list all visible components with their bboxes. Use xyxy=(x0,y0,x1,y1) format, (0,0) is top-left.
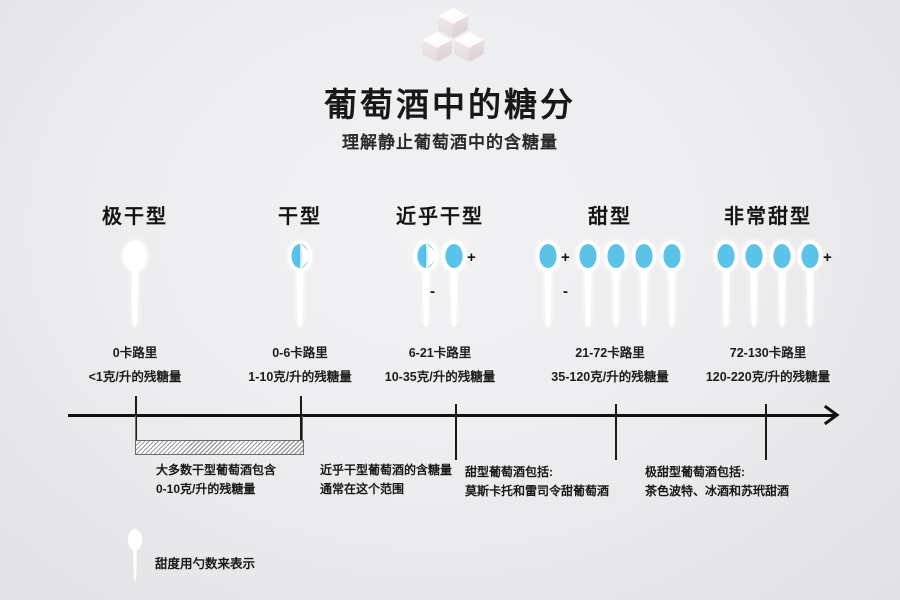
sugar-label: 35-120克/升的残糖量 xyxy=(551,370,669,384)
dry-wine-range-box xyxy=(135,440,304,455)
spoon-icon xyxy=(127,528,143,586)
note-line-1: 甜型葡萄酒包括: xyxy=(465,465,553,479)
sugar-label: 10-35克/升的残糖量 xyxy=(384,370,496,384)
axis-line xyxy=(68,414,836,417)
category-title: 极干型 xyxy=(102,206,168,228)
range-box-edge-1 xyxy=(302,416,303,441)
spoon-row xyxy=(121,240,149,334)
axis-tick-3 xyxy=(615,404,617,460)
calorie-label: 0卡路里 xyxy=(112,346,158,360)
note-line-2: 0-10克/升的残糖量 xyxy=(156,482,256,496)
spoon-half-icon xyxy=(287,240,313,334)
note-line-1: 大多数干型葡萄酒包含 xyxy=(156,463,277,477)
calorie-label: 0-6卡路里 xyxy=(272,346,328,360)
range-box-edge-0 xyxy=(135,416,136,441)
page-title: 葡萄酒中的糖分 xyxy=(324,86,576,123)
spoon-empty-icon xyxy=(122,240,148,334)
note-very-sweet-examples: 极甜型葡萄酒包括: 茶色波特、冰酒和苏玳甜酒 xyxy=(645,463,789,501)
spoon-half-icon xyxy=(413,240,439,334)
category-title: 甜型 xyxy=(588,206,632,228)
note-line-1: 近乎干型葡萄酒的含糖量 xyxy=(320,463,453,477)
spoon-row xyxy=(286,240,314,334)
spoon-row: +- xyxy=(412,240,476,334)
spoon-full-icon xyxy=(631,240,657,334)
spoon-row: +- xyxy=(534,240,686,334)
sugar-label: 1-10克/升的残糖量 xyxy=(248,370,352,384)
minus-sign: - xyxy=(563,283,568,300)
minus-sign: - xyxy=(430,283,435,300)
note-off-dry-range: 近乎干型葡萄酒的含糖量通常在这个范围 xyxy=(320,461,452,499)
category-title: 干型 xyxy=(278,206,322,228)
calorie-label: 6-21卡路里 xyxy=(408,346,472,360)
note-line-2: 莫斯卡托和雷司令甜葡萄酒 xyxy=(465,484,610,498)
plus-sign: + xyxy=(467,249,476,266)
spoon-full-icon xyxy=(797,240,823,334)
sugar-cubes-icon xyxy=(418,6,488,68)
axis-tick-1 xyxy=(300,396,302,454)
spoon-full-icon xyxy=(769,240,795,334)
spoon-full-icon xyxy=(659,240,685,334)
note-sweet-examples: 甜型葡萄酒包括: 莫斯卡托和雷司令甜葡萄酒 xyxy=(465,463,609,501)
note-line-1: 极甜型葡萄酒包括: xyxy=(645,465,745,479)
spoon-full-icon xyxy=(741,240,767,334)
plus-sign: + xyxy=(561,249,570,266)
note-dry-range: 大多数干型葡萄酒包含 0-10克/升的残糖量 xyxy=(156,461,276,499)
calorie-label: 21-72卡路里 xyxy=(575,346,645,360)
axis-tick-2 xyxy=(455,404,457,460)
sugar-label: 120-220克/升的残糖量 xyxy=(705,370,831,384)
spoon-full-icon xyxy=(575,240,601,334)
spoon-full-icon xyxy=(713,240,739,334)
page-subtitle: 理解静止葡萄酒中的含糖量 xyxy=(342,133,558,152)
note-line-2: 茶色波特、冰酒和苏玳甜酒 xyxy=(645,484,790,498)
category-title: 非常甜型 xyxy=(724,206,812,228)
axis-tick-0 xyxy=(135,396,137,454)
category-title: 近乎干型 xyxy=(396,206,484,228)
calorie-label: 72-130卡路里 xyxy=(729,346,807,360)
note-line-2: 通常在这个范围 xyxy=(320,482,405,496)
spoon-full-icon xyxy=(535,240,561,334)
arrow-right-icon xyxy=(823,404,840,426)
axis-tick-4 xyxy=(765,404,767,460)
plus-sign: + xyxy=(823,249,832,266)
sugar-label: <1克/升的残糖量 xyxy=(88,370,182,384)
spoon-full-icon xyxy=(603,240,629,334)
spoon-row: + xyxy=(712,240,832,334)
spoon-full-icon xyxy=(441,240,467,334)
legend-label: 甜度用勺数来表示 xyxy=(155,557,256,571)
